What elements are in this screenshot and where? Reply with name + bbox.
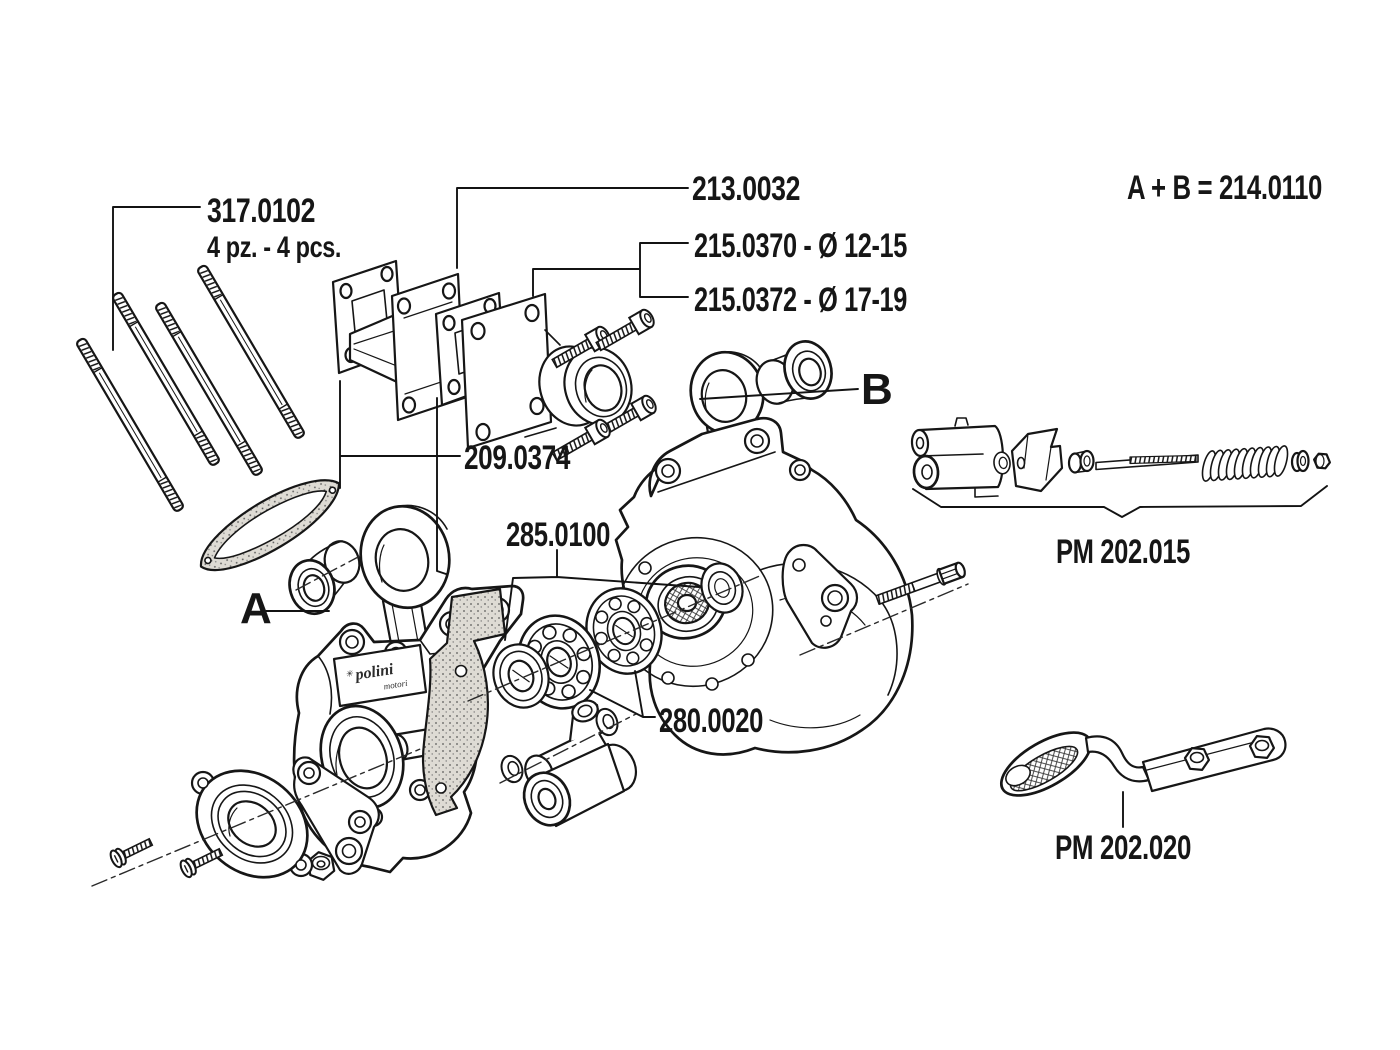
tensioner-kit-pm202015 [910,417,1331,518]
leader-215-manifold [532,242,689,298]
bracket-hex-bolt [875,561,966,606]
label-studs-part: 317.0102 [207,192,315,230]
label-tensioner-kit-part: PM 202.015 [1056,533,1190,571]
small-end-bushing-a [288,540,361,616]
cylinder-studs [74,263,307,514]
mount-bracket-left [292,756,380,875]
label-seal-set-part: 285.0100 [506,516,610,554]
pm202015-brace [912,485,1328,518]
leader-317-0102 [112,206,201,351]
tensioner-arm-pm202020 [999,727,1287,797]
part-labels: 317.0102 4 pz. - 4 pcs. 213.0032 215.037… [207,169,1323,867]
label-ref-b: B [861,365,892,414]
hex-nut-left [306,851,336,881]
label-gasket-set-part: 209.0374 [464,439,570,477]
engine-mount-parts [496,699,638,828]
crankcase-right-half [614,416,914,756]
oil-seal-right [700,562,744,614]
oval-base-gasket [199,479,341,572]
svg-text:motori: motori [383,678,409,692]
seal-plate [190,769,314,879]
label-tensioner-arm-part: PM 202.020 [1055,829,1191,867]
polini-gear-icon: ✳ [345,668,354,679]
svg-text:polini: polini [352,661,395,684]
leader-213-0032 [456,187,689,269]
label-studs-qty: 4 pz. - 4 pcs. [207,231,341,264]
label-manifold-large-part: 215.0372 - Ø 17-19 [694,281,907,319]
label-manifold-small-part: 215.0370 - Ø 12-15 [694,227,907,265]
crankcase-half-gasket [421,587,507,817]
centerlines [91,555,969,887]
label-ref-a: A [240,584,271,633]
small-end-bushing-b [755,340,833,405]
leader-ref-b [699,388,859,400]
leader-209-0374 [339,380,461,575]
leader-lines [112,187,1124,828]
leader-285-0100 [504,549,700,641]
tensioner-spring [1201,445,1289,482]
support-bracket [781,543,859,649]
polini-logo: ✳ polini motori [345,661,409,692]
label-formula-a-plus-b: A + B = 214.0110 [1127,169,1322,207]
leader-280-0020 [589,670,656,718]
label-reed-gasket-part: 213.0032 [692,170,800,208]
intake-manifold [460,292,633,450]
label-bearing-part: 280.0020 [659,702,763,740]
